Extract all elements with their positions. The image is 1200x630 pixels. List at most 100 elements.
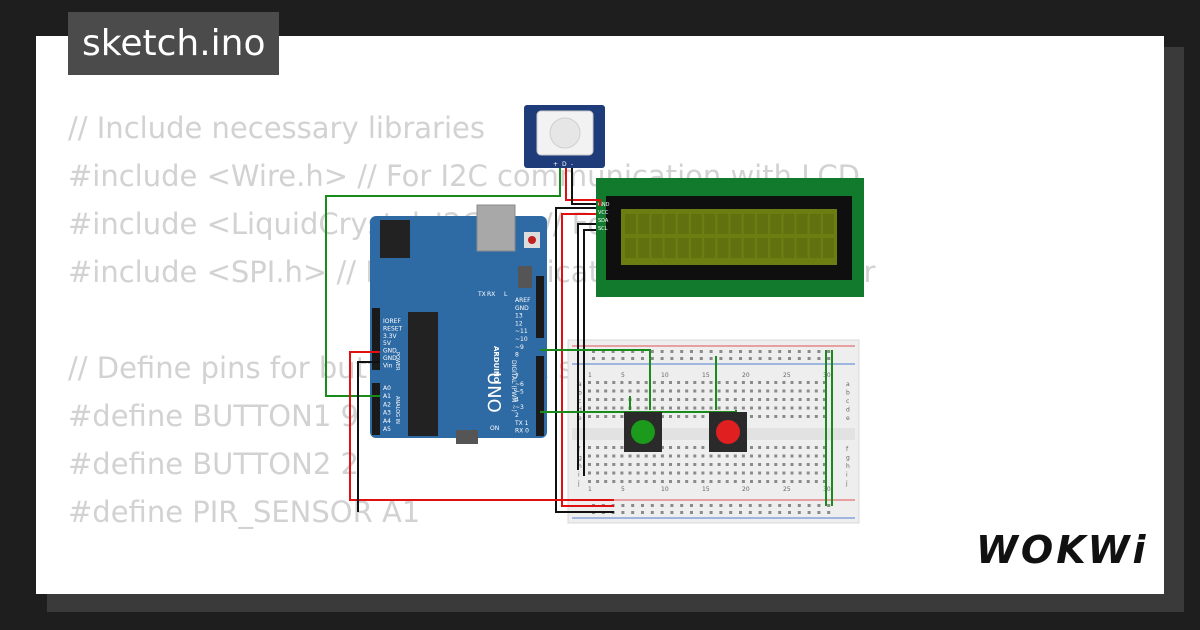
breadboard-hole bbox=[652, 389, 656, 393]
breadboard-hole bbox=[596, 389, 600, 393]
breadboard-hole bbox=[680, 350, 684, 353]
breadboard-hole bbox=[750, 398, 753, 401]
breadboard-hole bbox=[644, 471, 648, 475]
breadboard-hole bbox=[604, 389, 608, 393]
lcd-cell bbox=[809, 214, 821, 234]
breadboard-hole bbox=[685, 389, 689, 393]
lcd-cell bbox=[717, 238, 729, 258]
breadboard-hole bbox=[798, 406, 802, 410]
breadboard-hole bbox=[758, 511, 762, 514]
arduino-model-label: UNO bbox=[483, 372, 504, 413]
breadboard-hole bbox=[782, 463, 786, 466]
breadboard-hole bbox=[596, 398, 600, 401]
breadboard-hole bbox=[621, 511, 625, 514]
button-red-cap bbox=[716, 420, 740, 444]
breadboard-hole bbox=[774, 406, 778, 410]
breadboard-hole bbox=[660, 389, 664, 393]
breadboard-hole bbox=[644, 406, 648, 410]
breadboard-hole bbox=[621, 357, 625, 360]
breadboard-hole bbox=[766, 463, 770, 466]
breadboard-hole bbox=[774, 389, 778, 393]
breadboard-hole bbox=[685, 415, 689, 418]
pir-pin-plus: + bbox=[553, 161, 558, 168]
breadboard-hole bbox=[701, 446, 705, 449]
breadboard-hole bbox=[652, 454, 656, 458]
breadboard-hole bbox=[685, 398, 689, 401]
digital-pin-label: ~11 bbox=[515, 328, 528, 335]
breadboard-hole bbox=[631, 511, 635, 514]
breadboard-hole bbox=[660, 454, 664, 458]
breadboard-hole bbox=[685, 471, 689, 475]
breadboard-hole bbox=[699, 504, 703, 507]
breadboard-column-number: 1 bbox=[588, 486, 592, 493]
breadboard-hole bbox=[669, 471, 672, 475]
breadboard-hole bbox=[807, 511, 811, 514]
breadboard-hole bbox=[677, 398, 681, 401]
breadboard-hole bbox=[636, 454, 640, 458]
lcd-cell bbox=[625, 238, 636, 258]
breadboard-hole bbox=[790, 471, 794, 475]
breadboard-hole bbox=[709, 389, 713, 393]
breadboard-row-letter: d bbox=[846, 407, 850, 414]
breadboard-hole bbox=[766, 446, 770, 449]
lcd-cell bbox=[743, 238, 755, 258]
lcd-cell bbox=[757, 214, 768, 234]
power-pin-label: GND bbox=[383, 348, 397, 355]
breadboard-hole bbox=[778, 511, 782, 514]
digital-pin-label: 2 bbox=[515, 412, 519, 419]
breadboard-hole bbox=[620, 381, 624, 384]
breadboard-hole bbox=[620, 463, 624, 466]
code-line: #define PIR_SENSOR A1 bbox=[68, 495, 421, 529]
breadboard-column-number: 20 bbox=[742, 486, 750, 493]
analog-pin-label: A5 bbox=[383, 426, 391, 433]
breadboard-hole bbox=[677, 446, 681, 449]
breadboard-hole bbox=[596, 480, 600, 483]
breadboard-hole bbox=[719, 504, 723, 507]
breadboard-hole bbox=[750, 415, 753, 418]
breadboard-hole bbox=[807, 357, 811, 360]
breadboard-hole bbox=[685, 381, 689, 384]
wokwi-logo: WOKWi bbox=[976, 528, 1149, 572]
breadboard-hole bbox=[806, 415, 810, 418]
breadboard-hole bbox=[729, 357, 733, 360]
breadboard-hole bbox=[604, 415, 608, 418]
breadboard-hole bbox=[814, 454, 818, 458]
breadboard-hole bbox=[814, 389, 818, 393]
breadboard-row-letter: g bbox=[846, 455, 850, 462]
analog-pin-label: A1 bbox=[383, 393, 391, 400]
breadboard-hole bbox=[748, 350, 752, 353]
breadboard-hole bbox=[733, 480, 737, 483]
icsp-header-bottom bbox=[456, 430, 478, 444]
button-green-cap bbox=[631, 420, 655, 444]
breadboard-hole bbox=[733, 389, 737, 393]
breadboard-hole bbox=[806, 480, 810, 483]
breadboard-hole bbox=[588, 381, 591, 384]
breadboard-hole bbox=[693, 454, 697, 458]
breadboard-hole bbox=[604, 463, 608, 466]
l-led-label: L bbox=[504, 291, 508, 298]
breadboard-hole bbox=[798, 446, 802, 449]
breadboard-hole bbox=[693, 381, 697, 384]
breadboard-hole bbox=[620, 398, 624, 401]
breadboard-hole bbox=[798, 381, 802, 384]
breadboard-hole bbox=[814, 406, 818, 410]
breadboard-hole bbox=[611, 350, 615, 353]
breadboard-hole bbox=[604, 446, 608, 449]
breadboard-hole bbox=[733, 454, 737, 458]
breadboard-hole bbox=[798, 471, 802, 475]
breadboard-hole bbox=[693, 471, 697, 475]
breadboard-hole bbox=[612, 463, 616, 466]
breadboard-hole bbox=[822, 480, 826, 483]
breadboard-hole bbox=[701, 415, 705, 418]
breadboard-hole bbox=[788, 350, 791, 353]
breadboard-hole bbox=[596, 381, 600, 384]
breadboard-hole bbox=[701, 480, 705, 483]
breadboard-hole bbox=[814, 381, 818, 384]
arduino-uno: ARDUINO UNO DIGITAL (PWM ~) POWER ANALOG… bbox=[370, 204, 547, 444]
code-line: // Include necessary libraries bbox=[68, 111, 485, 145]
breadboard-hole bbox=[596, 415, 600, 418]
code-line: #define BUTTON2 2 bbox=[68, 447, 359, 481]
breadboard-holes bbox=[588, 350, 831, 514]
breadboard-column-number: 25 bbox=[783, 486, 791, 493]
breadboard-hole bbox=[650, 350, 654, 353]
